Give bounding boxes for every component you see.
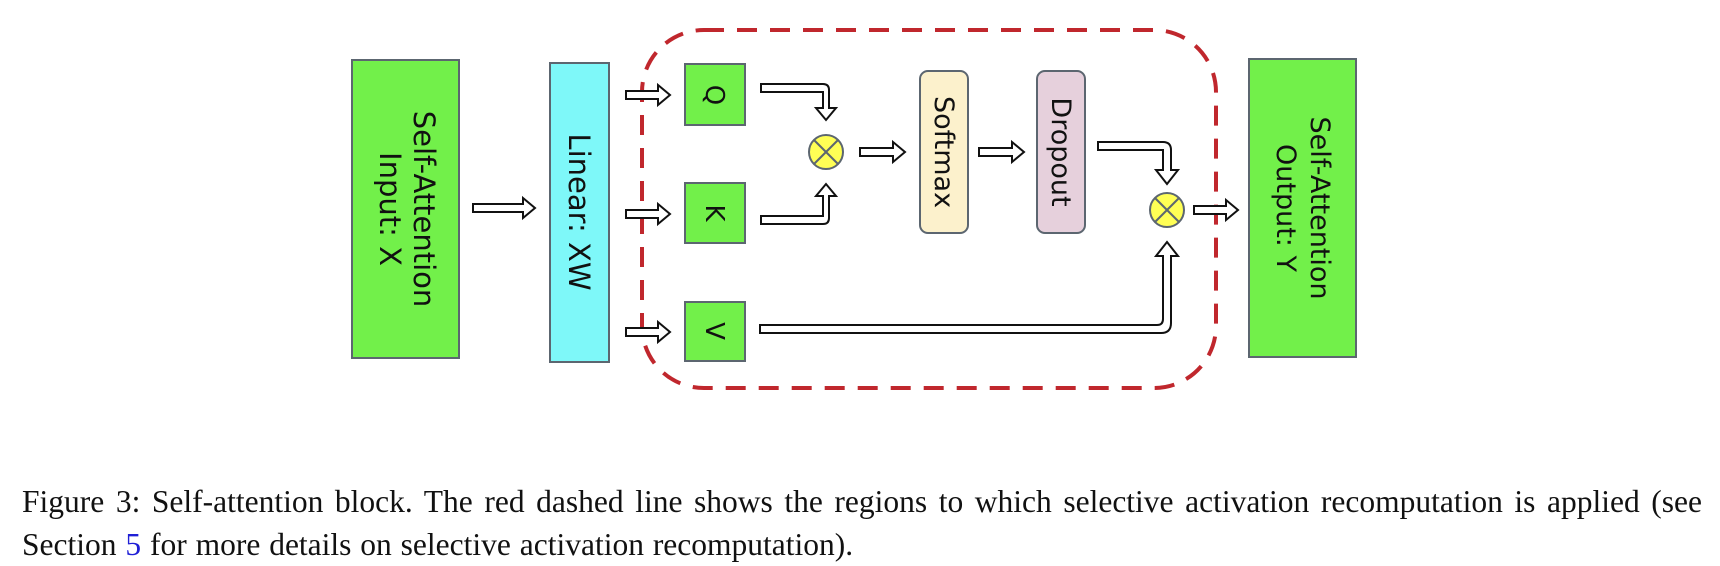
- caption-text-part1: Self-attention block. The red dashed lin…: [22, 483, 1702, 562]
- multiply-2-node: [1149, 192, 1185, 228]
- k-node: K: [684, 182, 746, 244]
- input-label-line1: Self-Attention: [407, 111, 441, 308]
- multiply-1-node: [808, 134, 844, 170]
- k-label: K: [699, 204, 729, 222]
- arrow-input-to-linear: [472, 195, 537, 221]
- arrow-multiply-to-softmax: [859, 139, 907, 165]
- arrow-dropout-to-multiply: [1097, 141, 1181, 186]
- figure-caption: Figure 3: Self-attention block. The red …: [22, 480, 1702, 566]
- output-label-line1: Self-Attention: [1304, 116, 1335, 299]
- arrow-k-to-multiply: [760, 182, 839, 225]
- input-label-line2: Input: X: [373, 152, 407, 266]
- arrow-softmax-to-dropout: [978, 139, 1026, 165]
- arrow-multiply-to-output: [1193, 197, 1240, 223]
- output-label-line2: Output: Y: [1270, 144, 1301, 272]
- arrow-q-to-multiply: [760, 83, 839, 122]
- arrow-linear-to-q: [625, 82, 672, 108]
- linear-label: Linear: XW: [562, 133, 596, 290]
- dropout-label: Dropout: [1045, 97, 1076, 206]
- linear-node: Linear: XW: [549, 62, 610, 363]
- section-reference-link[interactable]: 5: [125, 526, 142, 562]
- self-attention-diagram: Self-Attention Input: X Linear: XW Q K V…: [351, 28, 1357, 390]
- softmax-label: Softmax: [928, 96, 959, 208]
- arrow-v-to-multiply: [759, 240, 1181, 334]
- caption-text-part2: for more details on selective activation…: [141, 526, 854, 562]
- q-node: Q: [684, 63, 746, 126]
- output-node: Self-Attention Output: Y: [1248, 58, 1357, 358]
- softmax-node: Softmax: [919, 70, 969, 234]
- v-node: V: [684, 301, 746, 362]
- arrow-linear-to-v: [625, 319, 672, 345]
- dropout-node: Dropout: [1036, 70, 1086, 234]
- caption-prefix: Figure 3:: [22, 483, 141, 519]
- arrow-linear-to-k: [625, 201, 672, 227]
- input-node: Self-Attention Input: X: [351, 59, 460, 359]
- q-label: Q: [699, 85, 729, 105]
- v-label: V: [699, 322, 729, 340]
